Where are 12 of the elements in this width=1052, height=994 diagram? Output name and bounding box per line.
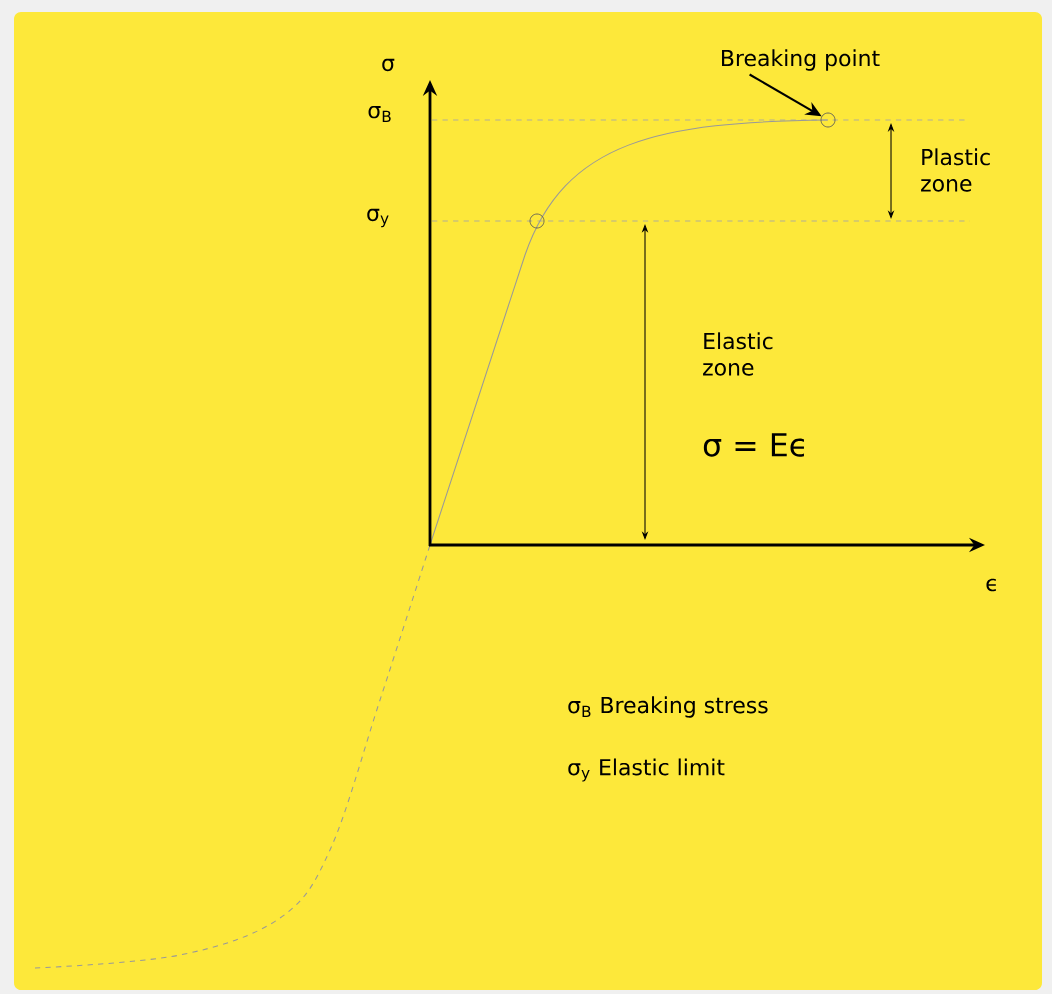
formula: σ = Eϵ: [703, 433, 804, 457]
tick-label: σ$_{B}$: [368, 106, 391, 122]
zone-label: Elastic zone: [703, 332, 773, 376]
note-text: σ$_{B}$ Breaking stress: [568, 696, 768, 718]
note-text: σ$_{y}$ Elastic limit: [568, 758, 725, 782]
tick-label: σ$_{y}$: [367, 208, 389, 228]
point-marker: [820, 112, 836, 128]
point-marker: [529, 213, 545, 229]
text-label: Breaking point: [722, 49, 880, 71]
axis-label: ϵ: [986, 578, 996, 592]
axis-label: σ: [382, 58, 395, 72]
zone-label: Plastic zone: [921, 148, 990, 192]
